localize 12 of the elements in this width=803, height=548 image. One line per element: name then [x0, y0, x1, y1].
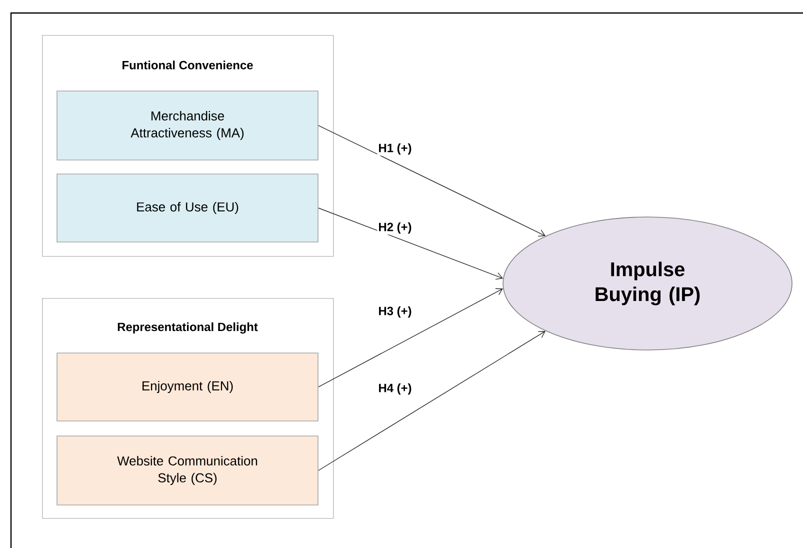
edge-label: H2 (+)	[377, 221, 413, 235]
construct-box: Enjoyment (EN)	[56, 352, 318, 422]
arrow	[318, 288, 504, 388]
arrow	[318, 331, 546, 471]
construct-box: Ease of Use (EU)	[56, 174, 318, 242]
edge-label: H1 (+)	[377, 142, 413, 156]
arrow	[318, 125, 546, 237]
edge-label: H3 (+)	[377, 305, 413, 319]
construct-box: Website Communication Style (CS)	[56, 436, 318, 506]
edge-label: H4 (+)	[377, 382, 413, 396]
arrow	[318, 208, 504, 280]
construct-box: Merchandise Attractiveness (MA)	[56, 90, 318, 160]
